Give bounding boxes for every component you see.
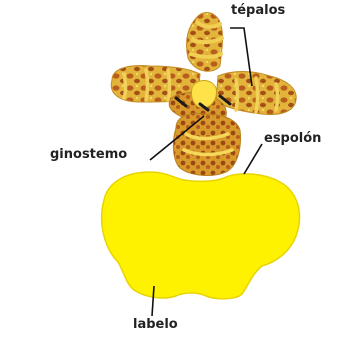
- callus: [173, 114, 240, 176]
- top-tepal: [187, 13, 223, 72]
- label-espolon: espolón: [264, 132, 321, 145]
- espolon-leader: [244, 144, 262, 174]
- label-tepalos: tépalos: [231, 4, 285, 17]
- right-tepal: [216, 72, 296, 115]
- label-ginostemo: ginostemo: [50, 148, 127, 161]
- label-labelo: labelo: [133, 318, 178, 331]
- labelo-petal: [102, 172, 300, 299]
